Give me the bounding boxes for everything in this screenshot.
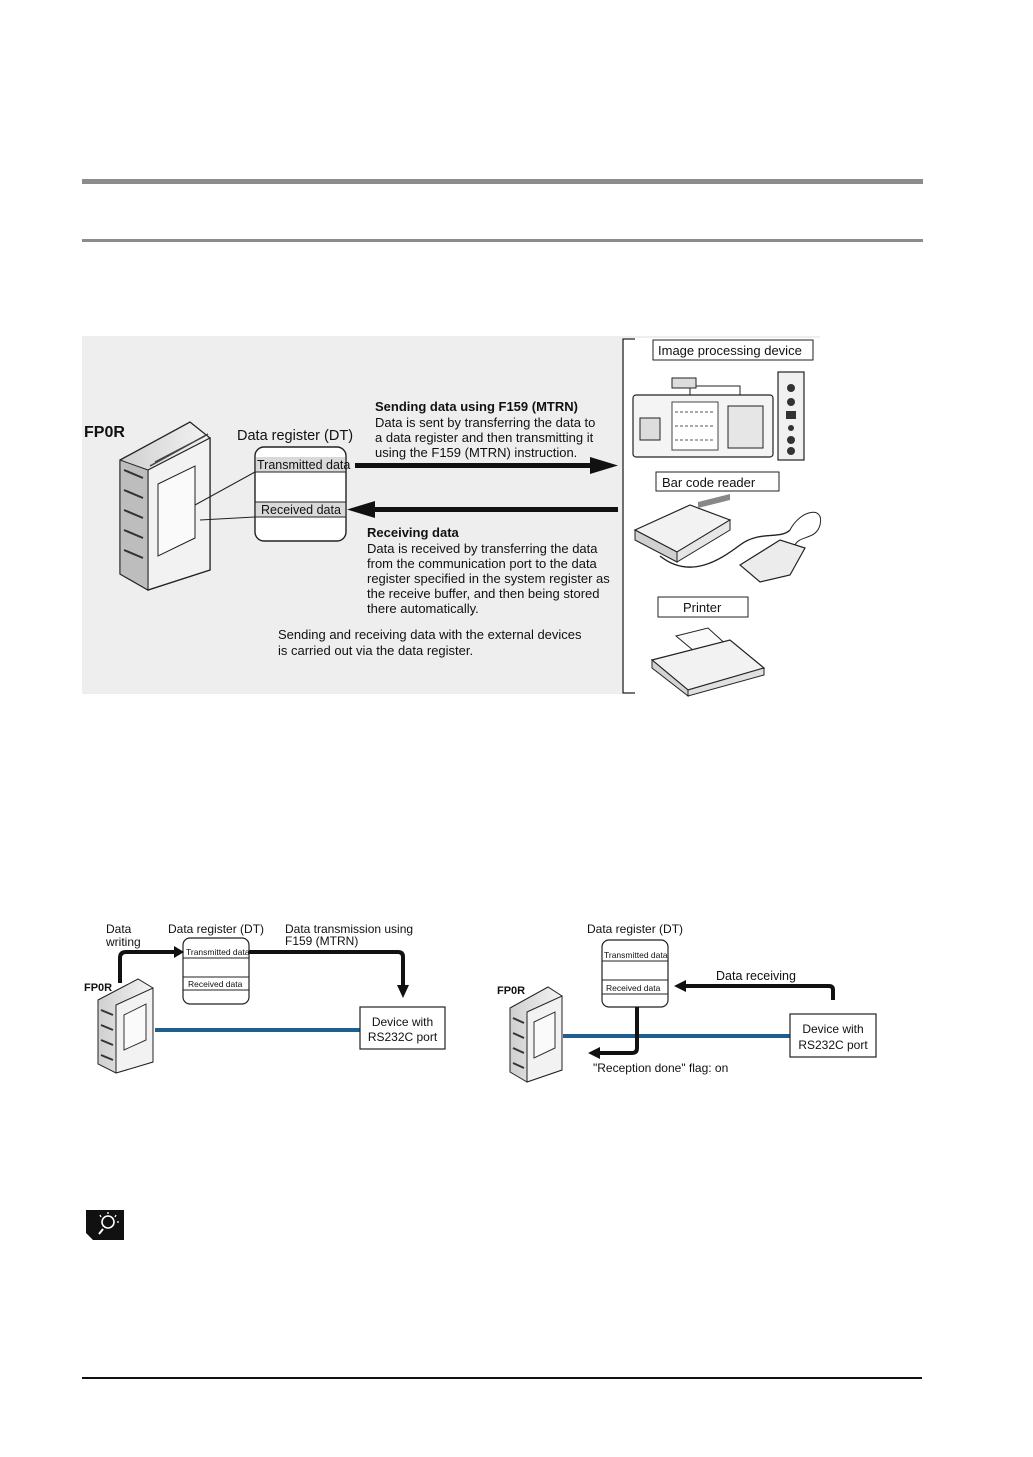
sending-line-1: Data is sent by transferring the data to xyxy=(375,415,595,430)
rx-fp0r-unit-illustration xyxy=(509,986,563,1083)
fp0r-unit-illustration xyxy=(119,421,211,591)
printer-label: Printer xyxy=(683,600,722,615)
overview-received-row xyxy=(256,502,345,517)
tx-device-box xyxy=(359,1006,446,1050)
tx-fp0r-unit-illustration xyxy=(97,978,154,1074)
printer-illustration xyxy=(650,493,766,698)
tx-received-label: Received data xyxy=(188,979,243,989)
fp0r-label: FP0R xyxy=(84,424,125,441)
overview-received-label: Received data xyxy=(261,503,341,517)
receiving-line-1: Data is received by transferring the dat… xyxy=(367,541,598,556)
tx-transmitted-label: Transmitted data xyxy=(186,947,250,957)
receiving-title: Receiving data xyxy=(367,525,460,540)
receiving-line-3: register specified in the system registe… xyxy=(367,571,610,586)
sending-line-3: using the F159 (MTRN) instruction. xyxy=(375,445,577,460)
receiving-line-2: from the communication port to the data xyxy=(367,556,598,571)
receive-arrow-shaft xyxy=(374,507,618,512)
overview-transmitted-label: Transmitted data xyxy=(257,458,350,472)
rx-device-line-1: Device with xyxy=(802,1022,863,1036)
callout-line-lower xyxy=(199,516,256,521)
image-processing-illustration xyxy=(632,371,805,461)
rx-device-box xyxy=(789,1013,877,1058)
bar-code-reader-label: Bar code reader xyxy=(662,475,756,490)
receiving-line-5: there automatically. xyxy=(367,601,479,616)
bar-code-reader-label-box xyxy=(655,471,780,492)
tx-data-register-title: Data register (DT) xyxy=(168,922,264,936)
image-processing-label: Image processing device xyxy=(658,343,802,358)
printer-label-box xyxy=(657,596,749,618)
rx-device-line-2: RS232C port xyxy=(798,1038,868,1052)
tx-data-writing-line-1: Data xyxy=(106,922,132,936)
tx-fp0r-label: FP0R xyxy=(84,982,112,994)
device-bracket xyxy=(622,338,635,694)
rx-received-label: Received data xyxy=(606,983,661,993)
bar-code-reader-illustration xyxy=(633,504,822,583)
rx-data-receiving-label: Data receiving xyxy=(716,969,796,983)
tip-lightbulb-icon xyxy=(86,1210,124,1240)
send-arrow-shaft xyxy=(355,463,591,468)
send-arrow-head xyxy=(590,457,618,474)
receiving-line-4: the receive buffer, and then being store… xyxy=(367,586,599,601)
tx-transmission-arrow xyxy=(249,950,405,988)
tx-data-writing-line-2: writing xyxy=(105,935,141,949)
sending-line-2: a data register and then transmitting it xyxy=(375,430,594,445)
tx-register-box xyxy=(182,937,250,1005)
sending-title: Sending data using F159 (MTRN) xyxy=(375,399,578,414)
overview-note-line-1: Sending and receiving data with the exte… xyxy=(278,627,582,642)
callout-line-upper xyxy=(194,471,256,506)
tx-transmission-line-1: Data transmission using xyxy=(285,922,413,936)
overview-transmitted-row xyxy=(256,457,345,472)
image-processing-label-box xyxy=(652,339,814,361)
rx-transmitted-label: Transmitted data xyxy=(604,950,668,960)
tx-device-line-2: RS232C port xyxy=(368,1030,438,1044)
tx-data-writing-arrow xyxy=(118,950,176,983)
rx-data-receiving-arrow xyxy=(684,984,835,1000)
overview-data-register-title: Data register (DT) xyxy=(237,428,353,444)
receive-arrow-head xyxy=(347,501,375,518)
rx-reception-flag-label: "Reception done" flag: on xyxy=(593,1061,728,1075)
rx-data-register-title: Data register (DT) xyxy=(587,922,683,936)
header-rule-top xyxy=(82,179,923,184)
rx-fp0r-label: FP0R xyxy=(497,985,525,997)
tx-transmission-line-2: F159 (MTRN) xyxy=(285,934,358,948)
tx-device-line-1: Device with xyxy=(372,1015,433,1029)
rx-reception-flag-arrow xyxy=(598,1007,639,1055)
header-rule-bottom xyxy=(82,239,923,242)
overview-note-line-2: is carried out via the data register. xyxy=(278,643,473,658)
